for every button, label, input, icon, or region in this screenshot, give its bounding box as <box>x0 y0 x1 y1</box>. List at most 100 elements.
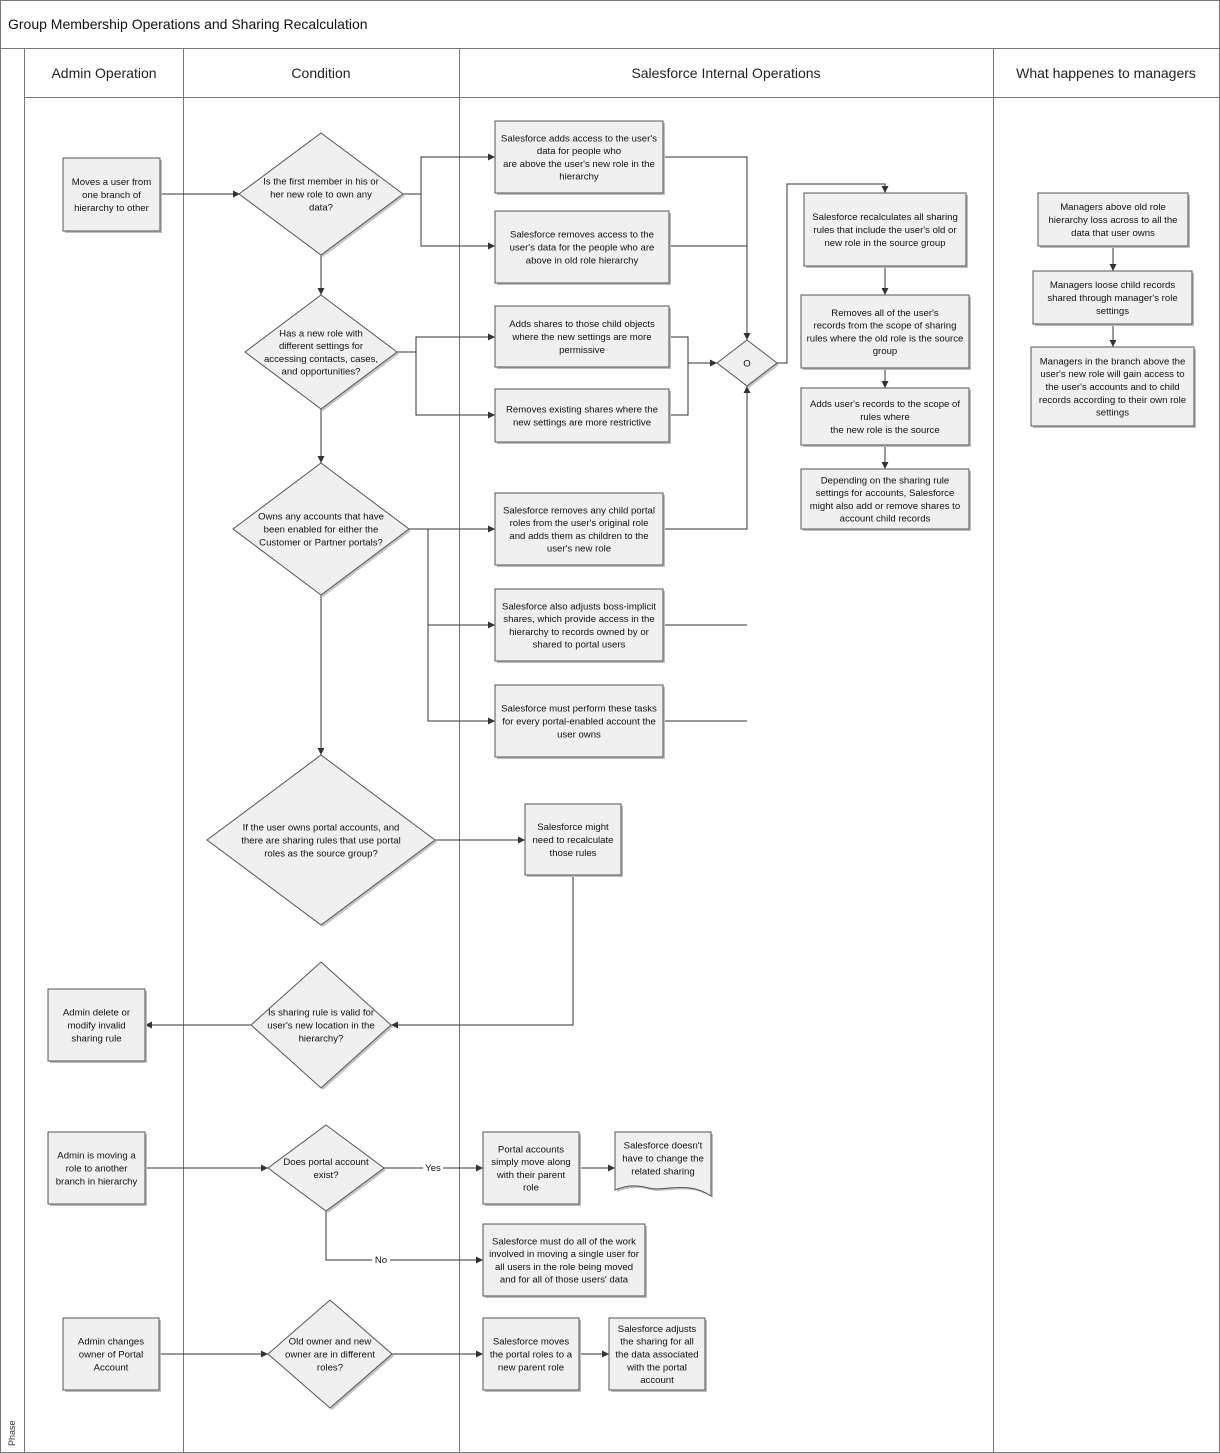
process-box <box>482 1131 580 1205</box>
process-box <box>47 988 146 1062</box>
document-shape <box>614 1131 712 1197</box>
decision-diamond <box>244 294 398 410</box>
edge-labels-layer: Yes No <box>372 1161 443 1266</box>
connector-arrow <box>391 875 574 1029</box>
process-box <box>800 387 970 446</box>
process-box <box>62 157 161 232</box>
phase-label: Phase <box>7 1420 17 1446</box>
connector-arrow <box>427 625 495 725</box>
decision-diamond <box>232 462 410 596</box>
decision-diamond <box>716 339 778 387</box>
lane-header-managers: What happenes to managers <box>1016 65 1196 81</box>
process-box <box>494 120 664 194</box>
edge-label-yes: Yes <box>425 1163 441 1174</box>
node-or-gate: O <box>716 339 779 388</box>
connector-arrow <box>420 194 495 250</box>
process-box <box>482 1223 646 1297</box>
process-box <box>494 210 670 284</box>
node-label: O <box>743 359 750 370</box>
process-box <box>1037 192 1189 247</box>
diagram-title: Group Membership Operations and Sharing … <box>8 16 368 32</box>
decision-diamond <box>267 1299 393 1409</box>
connector-arrow <box>669 363 689 416</box>
decision-diamond <box>267 1124 385 1212</box>
connector-arrow <box>397 333 495 353</box>
connector-arrow <box>415 352 495 419</box>
process-box <box>1030 346 1195 427</box>
lane-header-internal: Salesforce Internal Operations <box>631 65 820 81</box>
process-box <box>800 294 970 369</box>
process-box <box>482 1317 580 1391</box>
process-box <box>800 468 970 530</box>
edge-label-no: No <box>375 1255 387 1266</box>
connector-arrow <box>777 183 889 364</box>
connectors <box>145 153 1117 1358</box>
lane-header-admin: Admin Operation <box>51 65 156 81</box>
process-box <box>494 492 664 566</box>
process-box <box>494 305 670 368</box>
connector-arrow <box>325 1211 483 1264</box>
connector-arrow <box>663 156 751 340</box>
connector-arrow <box>403 153 495 195</box>
process-box <box>62 1317 160 1391</box>
process-box <box>803 192 967 267</box>
process-box <box>47 1131 146 1205</box>
decision-diamond <box>206 754 436 926</box>
decision-diamond <box>238 132 404 256</box>
process-box <box>524 803 622 876</box>
process-box <box>1032 270 1193 325</box>
process-box <box>494 588 664 662</box>
